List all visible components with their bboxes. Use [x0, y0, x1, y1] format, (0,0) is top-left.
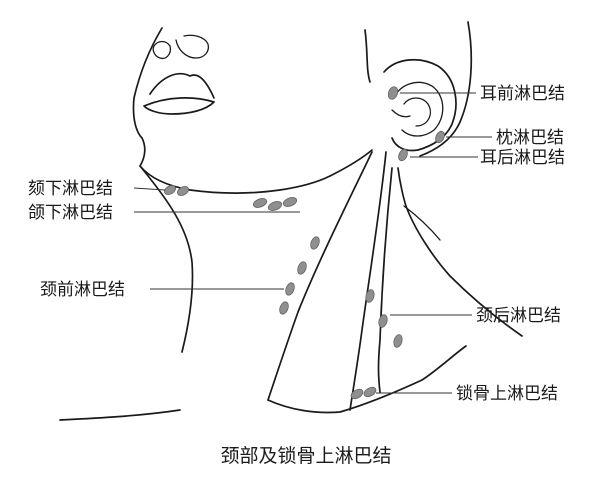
supraclavicular-label: 锁骨上淋巴结: [456, 384, 558, 404]
figure-caption: 颈部及锁骨上淋巴结: [220, 445, 391, 467]
occipital-node: [435, 130, 445, 144]
submental-label: 颏下淋巴结: [28, 179, 113, 199]
anterior-cervical-label: 颈前淋巴结: [40, 280, 125, 300]
clavicle-line: [59, 409, 181, 421]
postauricular-node: [398, 148, 408, 162]
labels: 耳前淋巴结 枕淋巴结 耳后淋巴结 颏下淋巴结 颌下淋巴结 颈前淋巴结 颈后淋巴结…: [28, 84, 565, 467]
anterior-cervical-node-4: [279, 301, 289, 315]
shoulder-line: [267, 345, 467, 414]
preauricular-label: 耳前淋巴结: [480, 84, 565, 104]
submental-node-1: [164, 185, 176, 195]
occipital-label: 枕淋巴结: [496, 128, 564, 148]
supraclavicular-node-1: [350, 388, 364, 400]
posterior-cervical-node-1: [365, 289, 375, 303]
leader-lines: [133, 92, 492, 394]
jaw-line: [329, 149, 373, 177]
submandibular-node-3: [282, 197, 298, 207]
lymph-nodes: [164, 86, 445, 400]
anterior-cervical-node-1: [310, 236, 320, 250]
posterior-cervical-node-3: [393, 334, 403, 348]
submental-node-2: [177, 186, 189, 196]
head-outline: [132, 21, 523, 353]
submandibular-node-2: [267, 201, 283, 211]
back-of-head: [364, 29, 371, 83]
supraclavicular-node-2: [363, 386, 377, 398]
posterior-cervical-node-2: [378, 314, 388, 328]
back-neck: [397, 167, 523, 337]
scm-front-edge: [267, 151, 373, 401]
back-neck-inner: [403, 205, 441, 241]
anterior-cervical-node-2: [297, 261, 307, 275]
postauricular-label: 耳后淋巴结: [480, 148, 565, 168]
anterior-cervical-node-3: [285, 282, 295, 296]
lips: [143, 72, 215, 115]
occiput-line: [419, 21, 473, 157]
front-neck: [139, 165, 194, 353]
posterior-cervical-label: 颈后淋巴结: [476, 306, 561, 326]
scm-back-edge: [349, 151, 387, 411]
submandibular-node-1: [252, 198, 268, 208]
eye: [152, 34, 210, 60]
preauricular-node: [387, 86, 399, 100]
submental-leader: [133, 187, 166, 191]
submandibular-label: 颌下淋巴结: [28, 203, 113, 223]
ear: [383, 58, 457, 152]
face-profile: [132, 27, 331, 194]
